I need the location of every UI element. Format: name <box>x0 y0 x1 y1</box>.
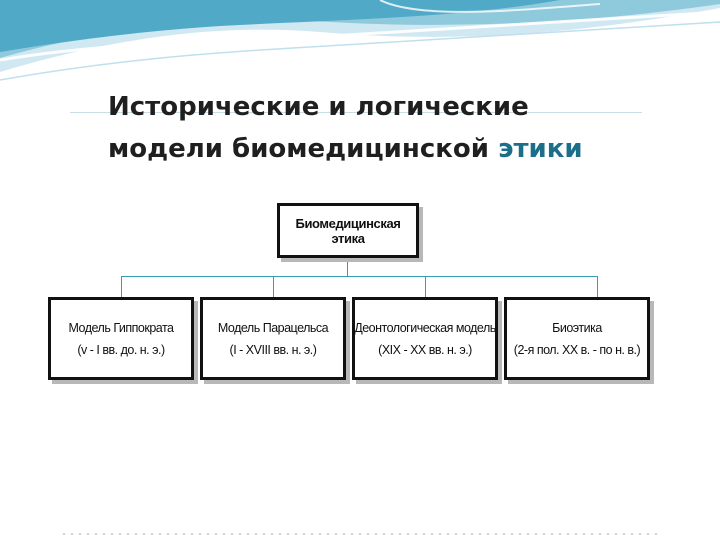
node-period: (v - I вв. до. н. э.) <box>77 342 165 357</box>
node-biomedical-ethics: Биомедицинская этика <box>277 203 419 258</box>
node-deontological-model: Деонтологическая модель (XIX - XX вв. н.… <box>352 297 498 380</box>
node-bioethics: Биоэтика (2-я пол. XX в. - по н. в.) <box>504 297 650 380</box>
footer-dotted-line <box>60 533 660 535</box>
connector-horizontal-bar <box>121 276 598 277</box>
slide-title-line-2: модели биомедицинской этики <box>108 128 668 170</box>
slide-title-accent: этики <box>498 134 583 164</box>
header-wave-decoration <box>0 0 720 81</box>
slide-title-line-2-main: модели биомедицинской <box>108 134 489 164</box>
node-label: Деонтологическая модель <box>354 320 496 335</box>
node-root-label: Биомедицинская этика <box>295 215 401 246</box>
connector-root-stem <box>347 258 348 276</box>
connector-child-1 <box>121 276 122 297</box>
connector-child-2 <box>273 276 274 297</box>
node-period: (XIX - XX вв. н. э.) <box>378 342 472 357</box>
title-underline <box>70 112 642 113</box>
slide-title-line-1: Исторические и логические <box>108 92 529 122</box>
node-period: (2-я пол. XX в. - по н. в.) <box>513 342 641 357</box>
node-paracelsus-model: Модель Парацельса (I - XVIII вв. н. э.) <box>200 297 346 380</box>
node-label: Модель Гиппократа <box>68 320 174 335</box>
node-label: Биоэтика <box>552 320 602 335</box>
slide-title: Исторические и логические модели биомеди… <box>108 86 668 170</box>
node-label: Модель Парацельса <box>217 320 329 335</box>
connector-child-3 <box>425 276 426 297</box>
node-hippocrates-model: Модель Гиппократа (v - I вв. до. н. э.) <box>48 297 194 380</box>
node-period: (I - XVIII вв. н. э.) <box>229 342 317 357</box>
connector-child-4 <box>597 276 598 297</box>
